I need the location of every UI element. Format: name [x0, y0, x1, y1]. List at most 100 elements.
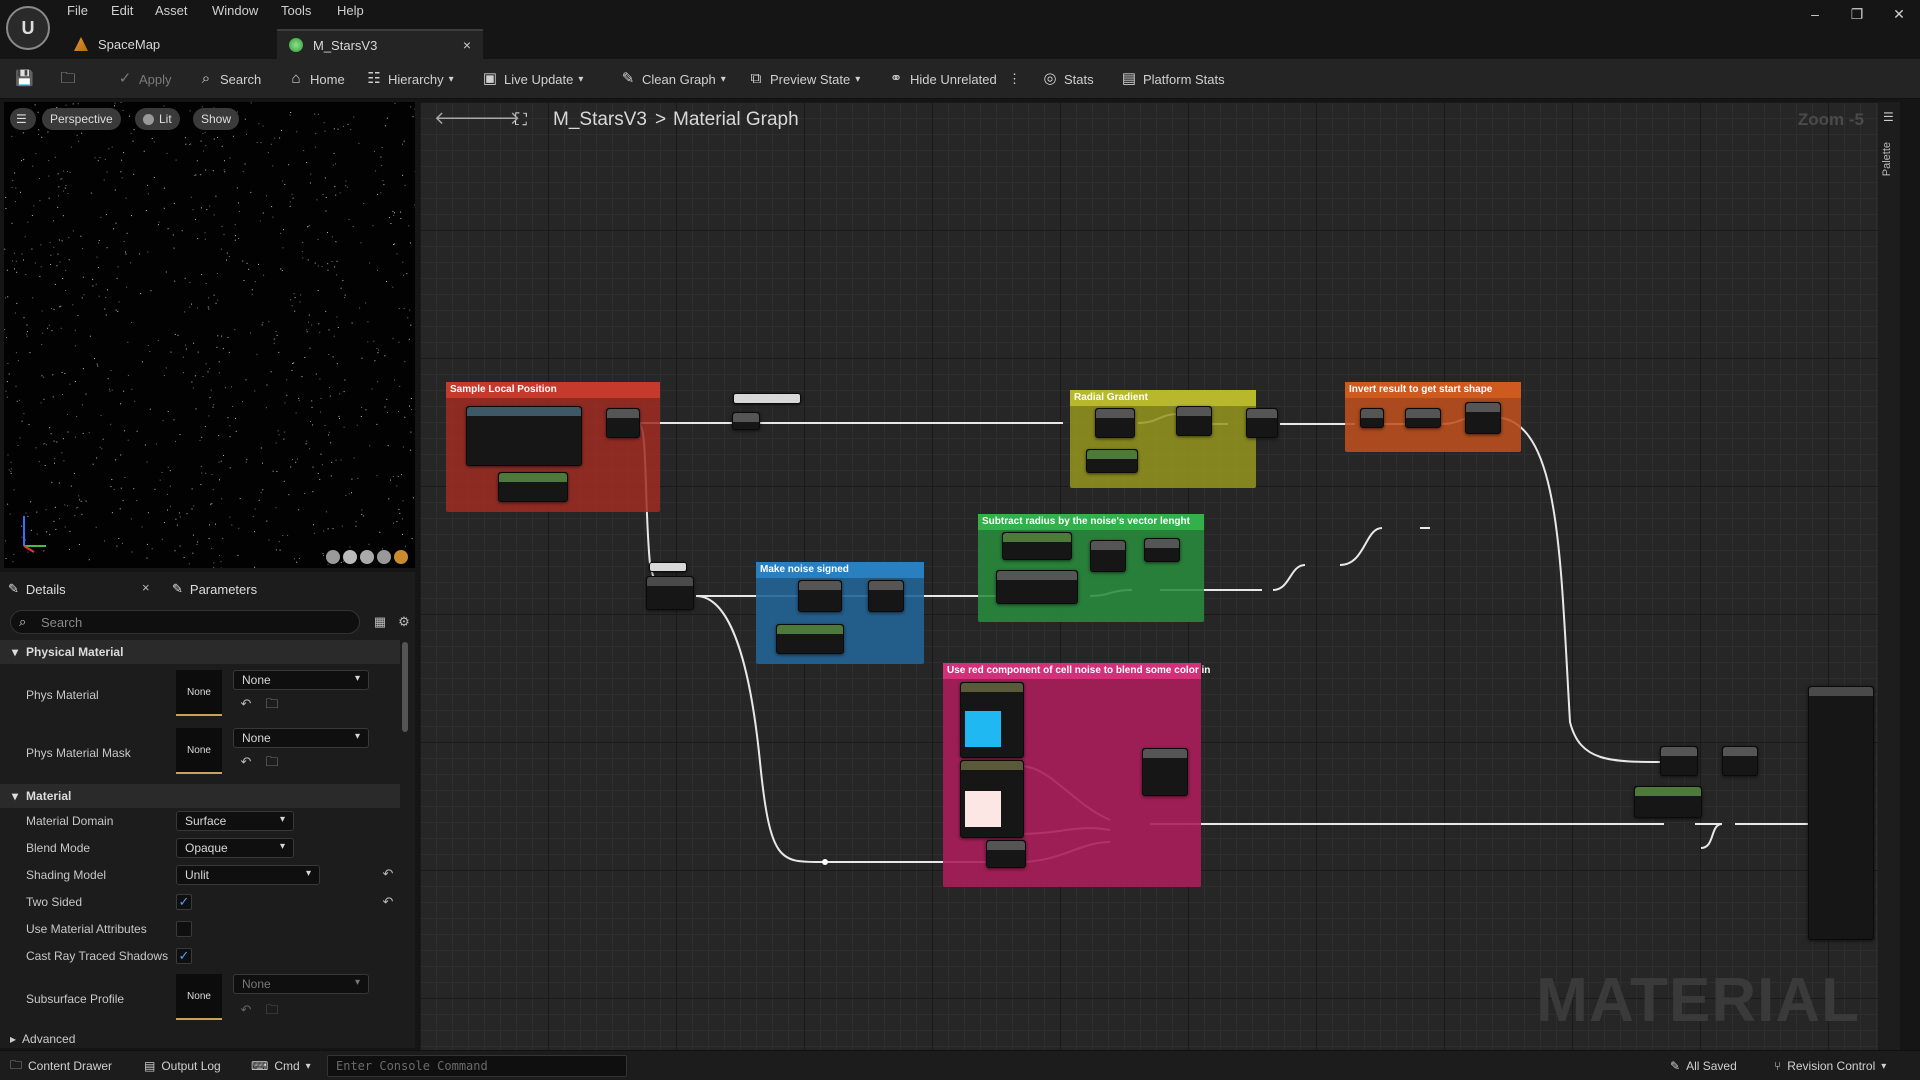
- close-details-icon[interactable]: ×: [142, 580, 150, 595]
- category-advanced[interactable]: ▸Advanced: [0, 1032, 400, 1048]
- back-arrow-icon[interactable]: 🡐: [434, 108, 483, 128]
- node-local-position[interactable]: [466, 406, 582, 466]
- node-reroute-comment[interactable]: [733, 393, 801, 404]
- forward-arrow-icon[interactable]: 🡒: [472, 108, 521, 128]
- browse-icon[interactable]: 🗀: [60, 70, 76, 87]
- node-multiply-signed[interactable]: [868, 580, 904, 612]
- node-lerp[interactable]: [1142, 748, 1188, 796]
- table-view-icon[interactable]: ▦: [373, 614, 387, 629]
- restore-icon[interactable]: ❐: [1850, 6, 1864, 22]
- node-add-noise[interactable]: [798, 580, 842, 612]
- node-multiply[interactable]: [606, 408, 640, 438]
- palette-menu-icon[interactable]: ☰: [1883, 110, 1894, 124]
- hierarchy-button[interactable]: ☷Hierarchy▾: [366, 67, 453, 91]
- apply-button[interactable]: ✓Apply: [117, 67, 172, 91]
- menu-asset[interactable]: Asset: [155, 3, 188, 18]
- node-star-scale-parameter[interactable]: [498, 472, 568, 502]
- node-mask-r[interactable]: [986, 840, 1026, 868]
- cube-icon[interactable]: [377, 550, 391, 564]
- revision-control-button[interactable]: ⑂Revision Control▾: [1774, 1057, 1886, 1075]
- preview-viewport[interactable]: ☰ Perspective Lit Show: [4, 102, 415, 568]
- two-sided-checkbox[interactable]: ✓: [176, 894, 192, 910]
- use-material-attributes-checkbox[interactable]: [176, 921, 192, 937]
- menu-file[interactable]: File: [67, 3, 88, 18]
- node-multiply-final[interactable]: [1722, 746, 1758, 776]
- subsurface-profile-thumbnail[interactable]: None: [176, 974, 222, 1020]
- node-offset-parameter[interactable]: [776, 624, 844, 654]
- node-saturate[interactable]: [1405, 408, 1441, 428]
- node-radius-parameter[interactable]: [1002, 532, 1072, 560]
- node-constant[interactable]: [1086, 449, 1138, 473]
- shading-model-combo[interactable]: Unlit▾: [176, 865, 320, 885]
- stats-button[interactable]: ◎Stats: [1042, 67, 1093, 91]
- node-divide[interactable]: [1246, 408, 1278, 438]
- browse-folder-icon[interactable]: 🗀: [265, 754, 279, 769]
- show-button[interactable]: Show: [193, 108, 240, 130]
- close-tab-icon[interactable]: ×: [462, 37, 471, 53]
- node-add[interactable]: [1095, 408, 1135, 438]
- teapot-icon[interactable]: [394, 550, 408, 564]
- blend-mode-combo[interactable]: Opaque▾: [176, 838, 294, 858]
- breadcrumb-graph[interactable]: Material Graph: [673, 109, 799, 130]
- comment-radial-gradient[interactable]: Radial Gradient: [1070, 390, 1256, 488]
- reset-arrow-icon[interactable]: ↶: [240, 696, 252, 711]
- clean-graph-button[interactable]: ✎Clean Graph▾: [620, 67, 726, 91]
- tab-parameters[interactable]: ✎Parameters: [172, 576, 257, 602]
- unreal-logo-icon[interactable]: U: [6, 6, 50, 50]
- node-distance[interactable]: [1176, 406, 1212, 436]
- node-color-b-parameter[interactable]: [960, 760, 1024, 838]
- menu-edit[interactable]: Edit: [111, 3, 134, 18]
- reset-to-default-icon[interactable]: ↶: [382, 894, 394, 909]
- plane-icon[interactable]: [360, 550, 374, 564]
- minimize-icon[interactable]: –: [1811, 6, 1819, 22]
- category-physical-material[interactable]: ▾Physical Material: [0, 640, 400, 664]
- node-reroute-label[interactable]: [649, 562, 687, 572]
- menu-window[interactable]: Window: [212, 3, 259, 18]
- details-scrollbar[interactable]: [402, 642, 408, 732]
- phys-material-thumbnail[interactable]: None: [176, 670, 222, 716]
- reset-arrow-icon[interactable]: ↶: [240, 754, 252, 769]
- node-vector-noise[interactable]: [646, 576, 694, 610]
- viewport-menu-icon[interactable]: ☰: [10, 108, 36, 130]
- phys-material-mask-thumbnail[interactable]: None: [176, 728, 222, 774]
- sphere-icon[interactable]: [343, 550, 357, 564]
- details-search-input[interactable]: ⌕ Search: [10, 610, 360, 634]
- node-saturate-2[interactable]: [1144, 538, 1180, 562]
- browse-folder-icon[interactable]: 🗀: [265, 1002, 279, 1017]
- phys-material-mask-combo[interactable]: None▾: [233, 728, 369, 748]
- node-color-a-parameter[interactable]: [960, 682, 1024, 758]
- home-button[interactable]: ⌂Home: [288, 67, 344, 91]
- platform-stats-button[interactable]: ▤Platform Stats: [1121, 67, 1225, 91]
- node-vector-length[interactable]: [996, 570, 1078, 604]
- perspective-button[interactable]: Perspective: [42, 108, 121, 130]
- content-drawer-button[interactable]: 🗀Content Drawer: [10, 1057, 112, 1075]
- close-window-icon[interactable]: ✕: [1893, 6, 1905, 22]
- category-material[interactable]: ▾Material: [0, 784, 400, 808]
- node-power[interactable]: [1465, 402, 1501, 434]
- subsurface-profile-combo[interactable]: None▾: [233, 974, 369, 994]
- more-options-icon[interactable]: ⋮: [1008, 71, 1021, 86]
- node-one-minus[interactable]: [1360, 408, 1384, 428]
- search-button[interactable]: ⌕Search: [198, 67, 261, 91]
- cylinder-icon[interactable]: [326, 550, 340, 564]
- node-subtract[interactable]: [1090, 540, 1126, 572]
- hide-unrelated-button[interactable]: ⚭Hide Unrelated: [888, 67, 997, 91]
- cast-ray-traced-shadows-checkbox[interactable]: ✓: [176, 948, 192, 964]
- material-domain-combo[interactable]: Surface▾: [176, 811, 294, 831]
- tab-details[interactable]: ✎Details: [8, 576, 66, 602]
- save-icon[interactable]: 💾: [15, 70, 34, 87]
- settings-gear-icon[interactable]: ⚙: [398, 614, 410, 629]
- menu-help[interactable]: Help: [337, 3, 364, 18]
- output-log-button[interactable]: ▤Output Log: [144, 1057, 221, 1075]
- node-multiply-color[interactable]: [1660, 746, 1698, 776]
- material-graph-canvas[interactable]: 🡐 🡒 ⛶ M_StarsV3 > Material Graph Zoom -5…: [420, 102, 1900, 1050]
- breadcrumb-asset[interactable]: M_StarsV3: [553, 109, 647, 130]
- menu-tools[interactable]: Tools: [281, 3, 312, 18]
- reset-arrow-icon[interactable]: ↶: [240, 1002, 252, 1017]
- tab-m-starsv3[interactable]: M_StarsV3 ×: [277, 29, 483, 59]
- phys-material-combo[interactable]: None▾: [233, 670, 369, 690]
- console-command-input[interactable]: Enter Console Command: [327, 1055, 627, 1077]
- node-material-output[interactable]: [1808, 686, 1874, 940]
- palette-sidebar[interactable]: ☰ Palette: [1878, 102, 1900, 1050]
- preview-state-button[interactable]: ⧉Preview State▾: [748, 67, 861, 91]
